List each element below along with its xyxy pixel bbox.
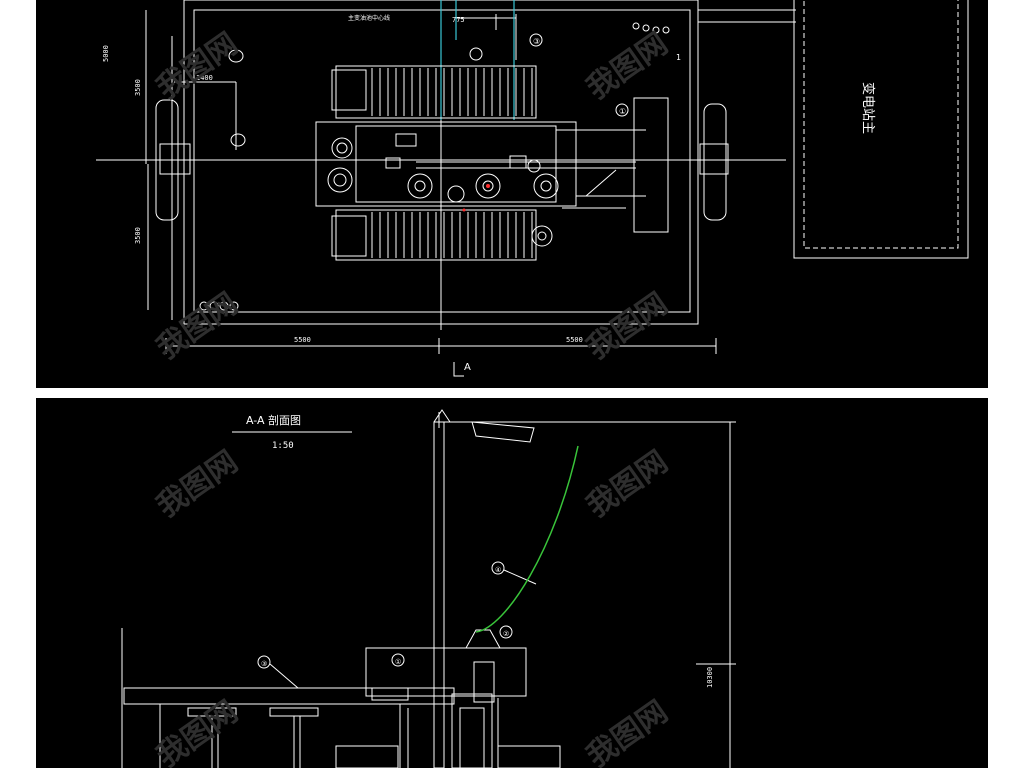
note-oil-pit-centerline: 主变油池中心线 xyxy=(348,14,390,22)
sec-callout-4: ④ xyxy=(495,566,501,574)
green-conductor xyxy=(475,445,579,633)
sec-callout-2: ② xyxy=(503,630,509,638)
section-title: A-A 剖面图 xyxy=(246,413,301,427)
plan-view-panel: 变电站主 xyxy=(36,0,988,388)
item-1-label: 1 xyxy=(676,53,681,62)
sec-callout-3: ③ xyxy=(261,660,267,668)
dim-775: 775 xyxy=(452,16,465,24)
radiator-top xyxy=(331,65,537,119)
watermark-2: 我图网 xyxy=(581,26,675,106)
plan-callouts xyxy=(529,33,629,117)
callout-1: ① xyxy=(619,107,626,116)
dim-3500-upper: 3500 xyxy=(134,79,142,96)
watermarks-bottom: 我图网 我图网 我图网 我图网 xyxy=(151,444,675,768)
plan-frame xyxy=(96,0,796,354)
bushings xyxy=(155,99,729,221)
dim-1400: 1400 xyxy=(196,74,213,82)
right-box-label: 变电站主 xyxy=(860,82,876,134)
watermark-3: 我图网 xyxy=(151,286,245,366)
watermark-7: 我图网 xyxy=(151,694,245,768)
dim-10300: 10300 xyxy=(706,667,714,688)
dim-5500-right: 5500 xyxy=(566,336,583,344)
watermark-6: 我图网 xyxy=(581,444,675,524)
section-marker-arrow xyxy=(453,362,464,377)
watermark-5: 我图网 xyxy=(151,444,245,524)
transformer-body xyxy=(315,97,669,247)
watermark-8: 我图网 xyxy=(581,694,675,768)
gravel-circles xyxy=(199,22,670,311)
dim-3500-lower: 3500 xyxy=(134,227,142,244)
right-equipment-box: 变电站主 xyxy=(793,0,969,259)
section-view-drawing: A-A 剖面图 1:50 xyxy=(121,409,736,768)
plan-view-drawing: 变电站主 xyxy=(96,0,969,377)
sec-callout-1: ① xyxy=(395,658,401,666)
watermark-4: 我图网 xyxy=(581,286,675,366)
dim-5500-left: 5500 xyxy=(294,336,311,344)
radiator-bottom xyxy=(331,209,537,261)
dim-5000: 5000 xyxy=(102,45,110,62)
section-scale: 1:50 xyxy=(272,441,294,451)
section-marker-a: A xyxy=(464,362,471,373)
section-view-panel: A-A 剖面图 1:50 xyxy=(36,398,988,768)
cyan-guides xyxy=(440,0,515,120)
callout-3: ③ xyxy=(533,37,540,46)
red-markers xyxy=(462,184,490,212)
watermark-1: 我图网 xyxy=(151,26,245,106)
